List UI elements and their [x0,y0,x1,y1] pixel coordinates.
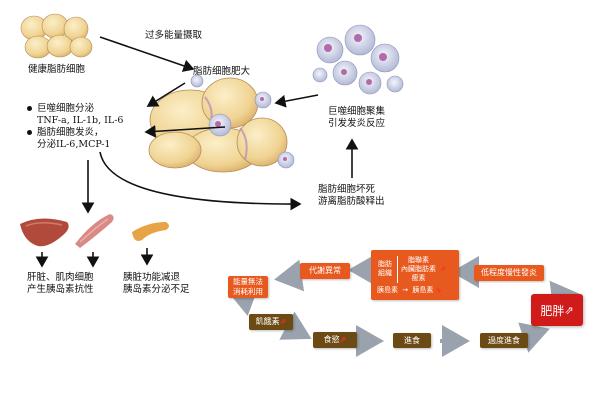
right-arrow-icon: → [402,285,409,294]
box-eating: 進食 [393,333,431,348]
label-pancreas: 胰脏功能减退 胰岛素分泌不足 [123,272,190,296]
box-metabolic-abnormal: 代謝異常 [300,263,350,279]
hypertrophic-fat-cluster [148,77,288,173]
fat-tissue-bottom-row: 胰島素 → 胰島素 ⇘ [377,285,441,295]
box-hunger-hormone: 飢餓素⇗ [249,314,293,330]
label-visfatin: 內臟脂肪素 [401,264,436,273]
label-necrosis-1: 脂肪细胞坏死 [318,184,376,195]
label-healthy-fat-cell: 健康脂肪细胞 [28,64,86,75]
label-fat-tissue: 脂肪組織 [378,260,392,277]
list-item: 巨噬细胞分泌 [27,103,123,115]
pancreas-icon [132,222,169,241]
label-necrosis: 脂肪细胞坏死 游离脂肪酸释出 [318,184,385,208]
label-insulin: 胰島素 [377,285,398,294]
muscle-icon [75,214,114,248]
box-overeating: 過度進食 [480,333,528,348]
up-arrow-icon: ⇗ [564,303,574,317]
label-fat-inflam-secrete: 分泌IL-6,MCP-1 [37,139,111,150]
label-insulin-resistance: 肝脏、肌肉细胞 产生胰岛素抗性 [27,272,94,296]
box-fat-tissue: 脂肪組織 脂聯素 內臟脂肪素 瘦素 ⇗ 胰島素 → 胰島素 ⇘ [371,250,459,300]
label-energy-1: 能量無法 [233,277,263,286]
label-cytokines: TNF-a, IL-1b, IL-6 [37,115,124,126]
down-arrow-icon: ⇘ [435,285,442,294]
label-necrosis-2: 游离脂肪酸释出 [318,196,385,207]
bullet-icon [27,130,32,135]
macrophage-icon [190,74,295,169]
box-obesity: 肥胖⇗ [531,294,583,326]
label-adiponectin: 脂聯素 [408,255,429,264]
label-liver-muscle-2: 产生胰岛素抗性 [27,284,94,295]
label-liver-muscle-1: 肝脏、肌肉细胞 [27,272,94,283]
box-chronic-inflammation: 低程度慢性發炎 [474,265,544,281]
label-energy-2: 消耗利用 [233,287,263,296]
label-insulin-2: 胰島素 [412,285,434,294]
up-arrow-icon: ⇗ [440,265,446,273]
up-arrow-icon: ⇗ [339,335,347,344]
cycle-arrows [227,254,580,357]
label-hunger: 飢餓素 [255,317,280,326]
healthy-fat-cells [20,13,93,59]
label-macrophage-gather: 巨噬细胞聚集 引发发炎反应 [328,106,385,130]
label-hypertrophy: 脂肪细胞肥大 [193,66,251,77]
adipokine-list: 脂聯素 內臟脂肪素 瘦素 [397,255,436,283]
box-energy-unusable: 能量無法 消耗利用 [228,276,268,298]
label-leptin: 瘦素 [411,273,426,282]
macrophage-cluster [312,24,404,95]
label-macro-secrete: 巨噬细胞分泌 [37,103,95,114]
bullet-icon [27,106,32,111]
label-pancreas-2: 胰岛素分泌不足 [123,284,190,295]
label-fat-inflam: 脂肪细胞发炎， [37,127,104,138]
label-obesity: 肥胖 [540,303,565,318]
list-item: 脂肪细胞发炎， [27,127,123,139]
fat-tissue-row: 脂肪組織 脂聯素 內臟脂肪素 瘦素 ⇗ [377,255,446,283]
box-appetite: 食慾⇗ [313,332,357,348]
label-appetite: 食慾 [323,335,340,344]
up-arrow-icon: ⇗ [279,317,287,326]
label-excess-intake: 过多能量摄取 [145,30,203,41]
list-macrophage-secrete: 巨噬细胞分泌 TNF-a, IL-1b, IL-6 脂肪细胞发炎， 分泌IL-6… [27,103,123,151]
label-macrophage-gather-2: 引发发炎反应 [328,118,386,129]
label-macrophage-gather-1: 巨噬细胞聚集 [328,106,386,117]
label-pancreas-1: 胰脏功能减退 [123,272,181,283]
liver-icon [20,218,69,247]
